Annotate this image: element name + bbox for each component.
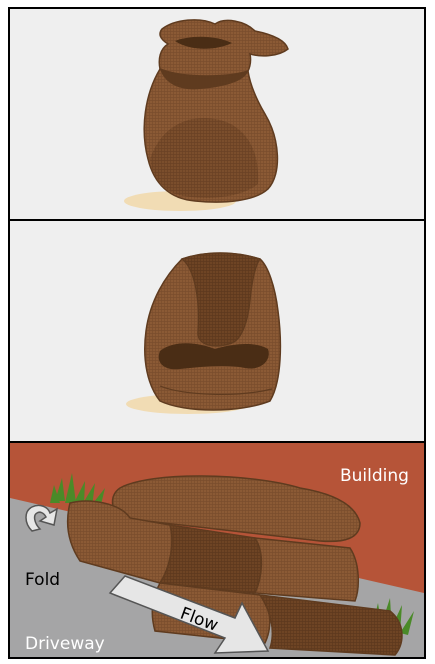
building-label: Building [340, 466, 409, 486]
panel-open-bag [8, 7, 426, 221]
open-bag-illustration [10, 9, 424, 219]
fold-label: Fold [25, 570, 60, 590]
folded-bag-illustration [10, 221, 424, 441]
sandbag-wall-illustration: Building Fold Flow Driveway [10, 443, 424, 657]
folded-sandbag [145, 253, 281, 410]
panel-folded-bag [8, 221, 426, 443]
driveway-label: Driveway [25, 634, 105, 654]
panel-sandbag-wall: Building Fold Flow Driveway [8, 443, 426, 659]
open-sandbag [144, 20, 288, 202]
